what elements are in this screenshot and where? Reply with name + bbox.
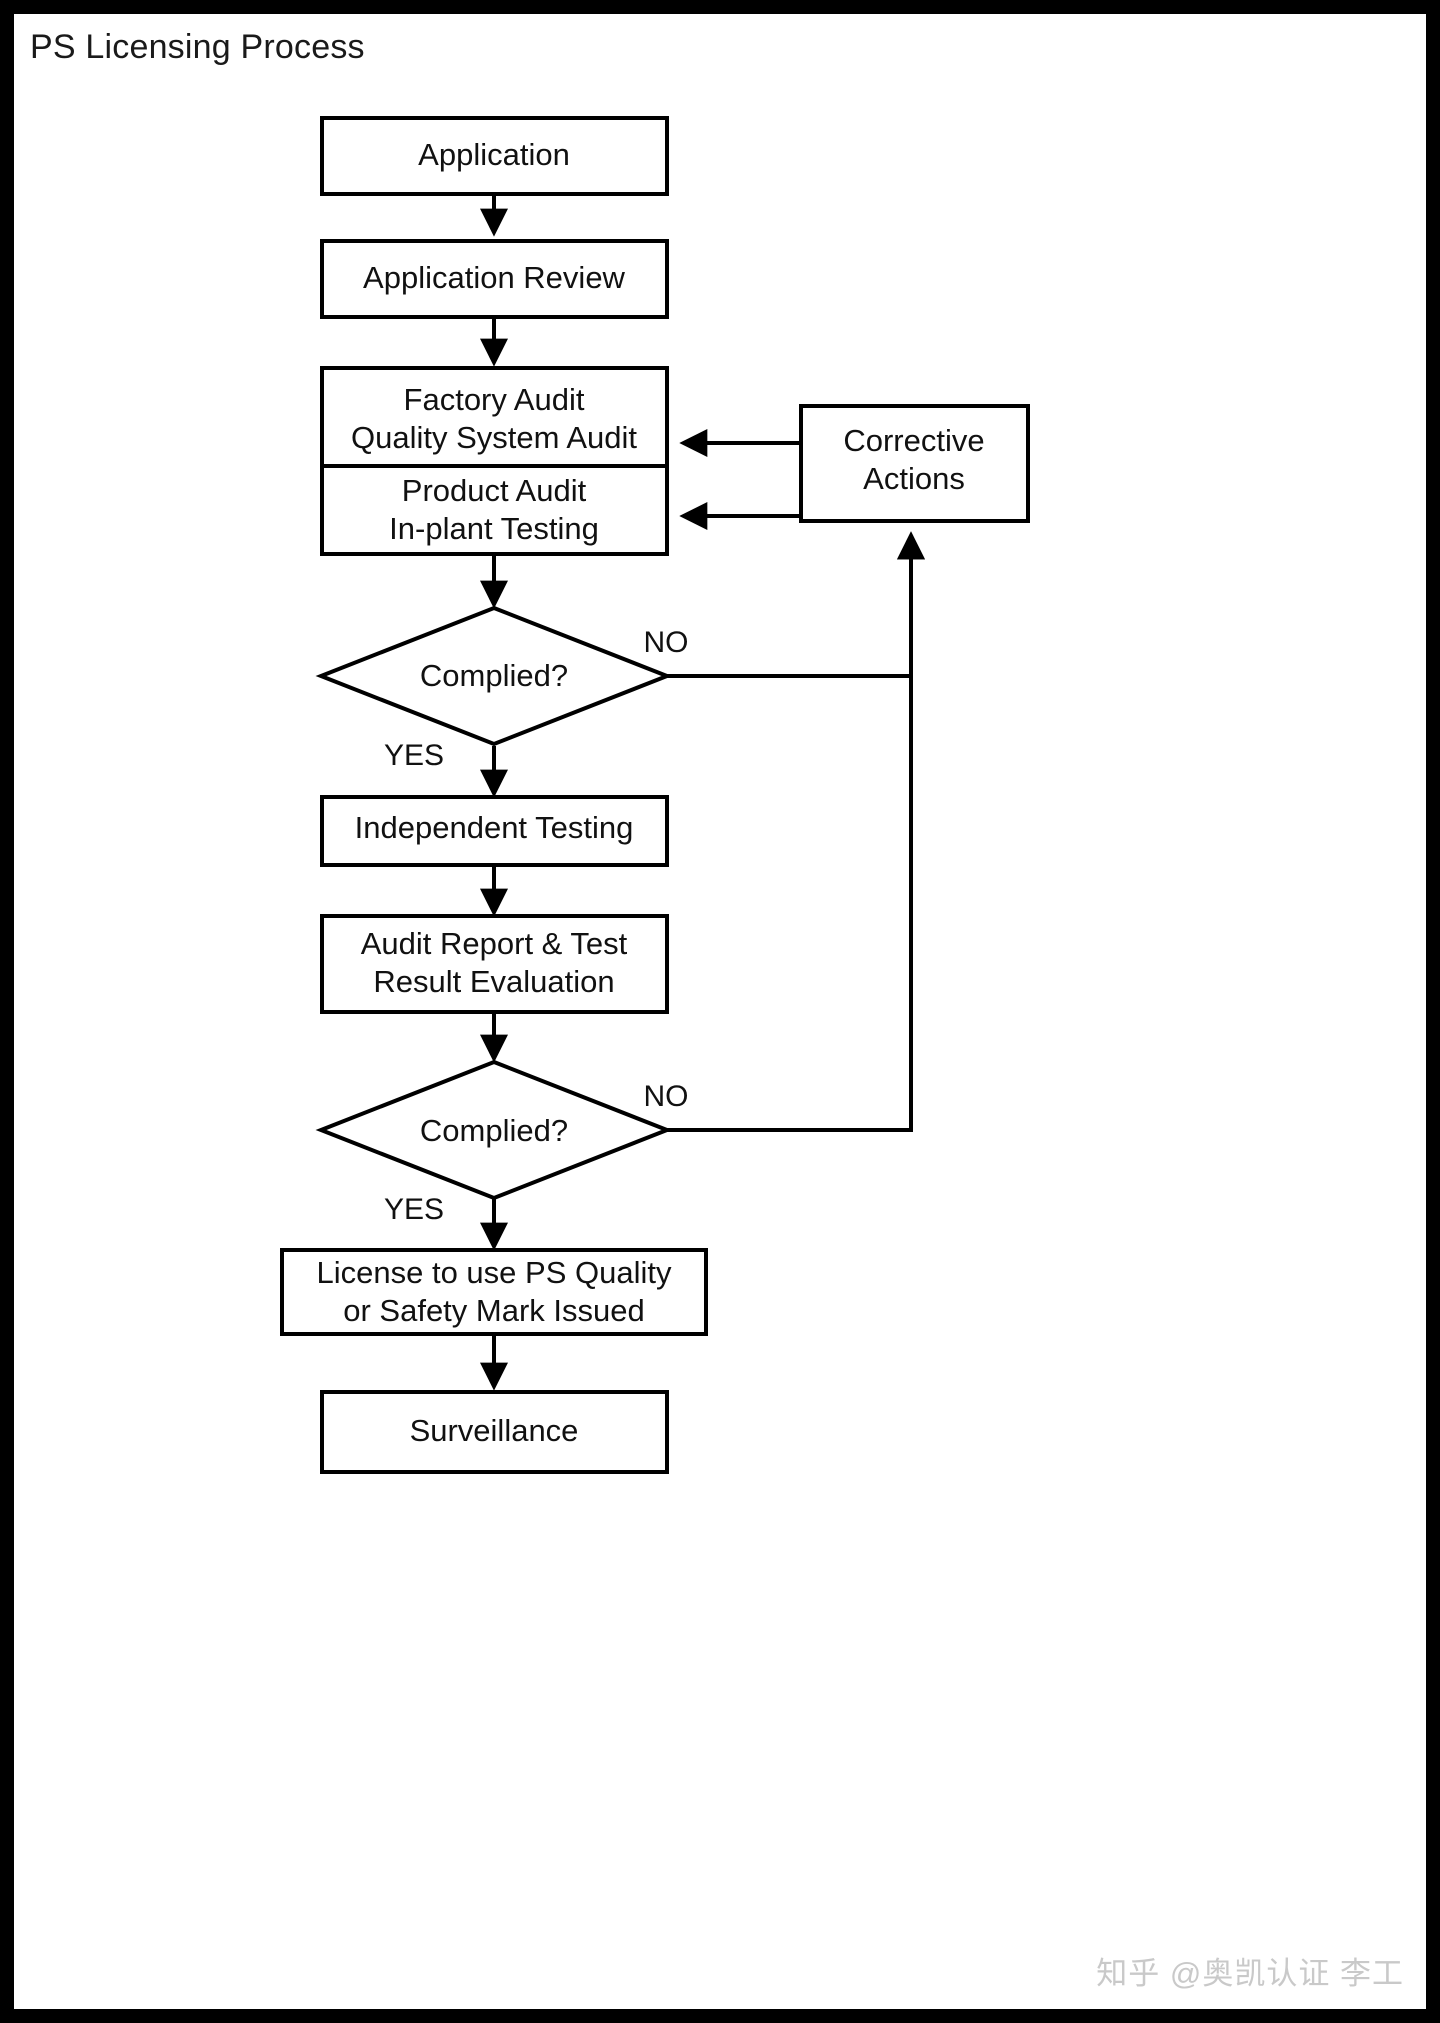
node-product-audit[interactable]: Product Audit In-plant Testing <box>320 464 669 556</box>
edge-label-yes-1: YES <box>384 739 444 772</box>
node-license-label-line1: License to use PS Quality <box>317 1255 672 1290</box>
node-license-label-line2: or Safety Mark Issued <box>343 1293 645 1328</box>
node-surveillance[interactable]: Surveillance <box>320 1390 669 1474</box>
node-application-review[interactable]: Application Review <box>320 239 669 319</box>
edge-label-no-1: NO <box>644 626 689 659</box>
node-corrective-actions-label-line1: Corrective <box>843 423 984 458</box>
watermark-text: 知乎 @奥凯认证 李工 <box>1096 1956 1404 1991</box>
node-product-audit-label-line1: Product Audit <box>402 473 587 508</box>
node-complied-2-label: Complied? <box>420 1113 568 1148</box>
node-complied-decision-2[interactable]: Complied? <box>315 1059 673 1201</box>
edge-label-no-2: NO <box>644 1080 689 1113</box>
node-application-review-label: Application Review <box>363 260 626 295</box>
node-complied-1-label: Complied? <box>420 658 568 693</box>
node-independent-testing[interactable]: Independent Testing <box>320 795 669 867</box>
node-product-audit-label-line2: In-plant Testing <box>389 511 599 546</box>
node-factory-audit[interactable]: Factory Audit Quality System Audit <box>320 366 669 468</box>
node-license-issued[interactable]: License to use PS Quality or Safety Mark… <box>280 1248 708 1336</box>
node-audit-report-label-line2: Result Evaluation <box>373 964 614 999</box>
node-corrective-actions-label-line2: Actions <box>863 461 965 496</box>
node-independent-testing-label: Independent Testing <box>355 810 634 845</box>
node-application[interactable]: Application <box>320 116 669 196</box>
node-factory-audit-label-line2: Quality System Audit <box>351 420 637 455</box>
node-application-label: Application <box>418 137 570 172</box>
edge-label-yes-2: YES <box>384 1193 444 1226</box>
node-factory-audit-label-line1: Factory Audit <box>404 382 585 417</box>
node-audit-report[interactable]: Audit Report & Test Result Evaluation <box>320 914 669 1014</box>
edge-complied-1-no <box>667 531 925 678</box>
node-complied-decision-1[interactable]: Complied? <box>315 605 673 747</box>
inner-border <box>11 11 1429 2012</box>
node-surveillance-label: Surveillance <box>410 1413 579 1448</box>
node-corrective-actions[interactable]: Corrective Actions <box>799 404 1030 523</box>
page-title: PS Licensing Process <box>30 28 365 66</box>
edge-complied-2-no <box>667 531 925 1132</box>
node-audit-report-label-line1: Audit Report & Test <box>361 926 628 961</box>
